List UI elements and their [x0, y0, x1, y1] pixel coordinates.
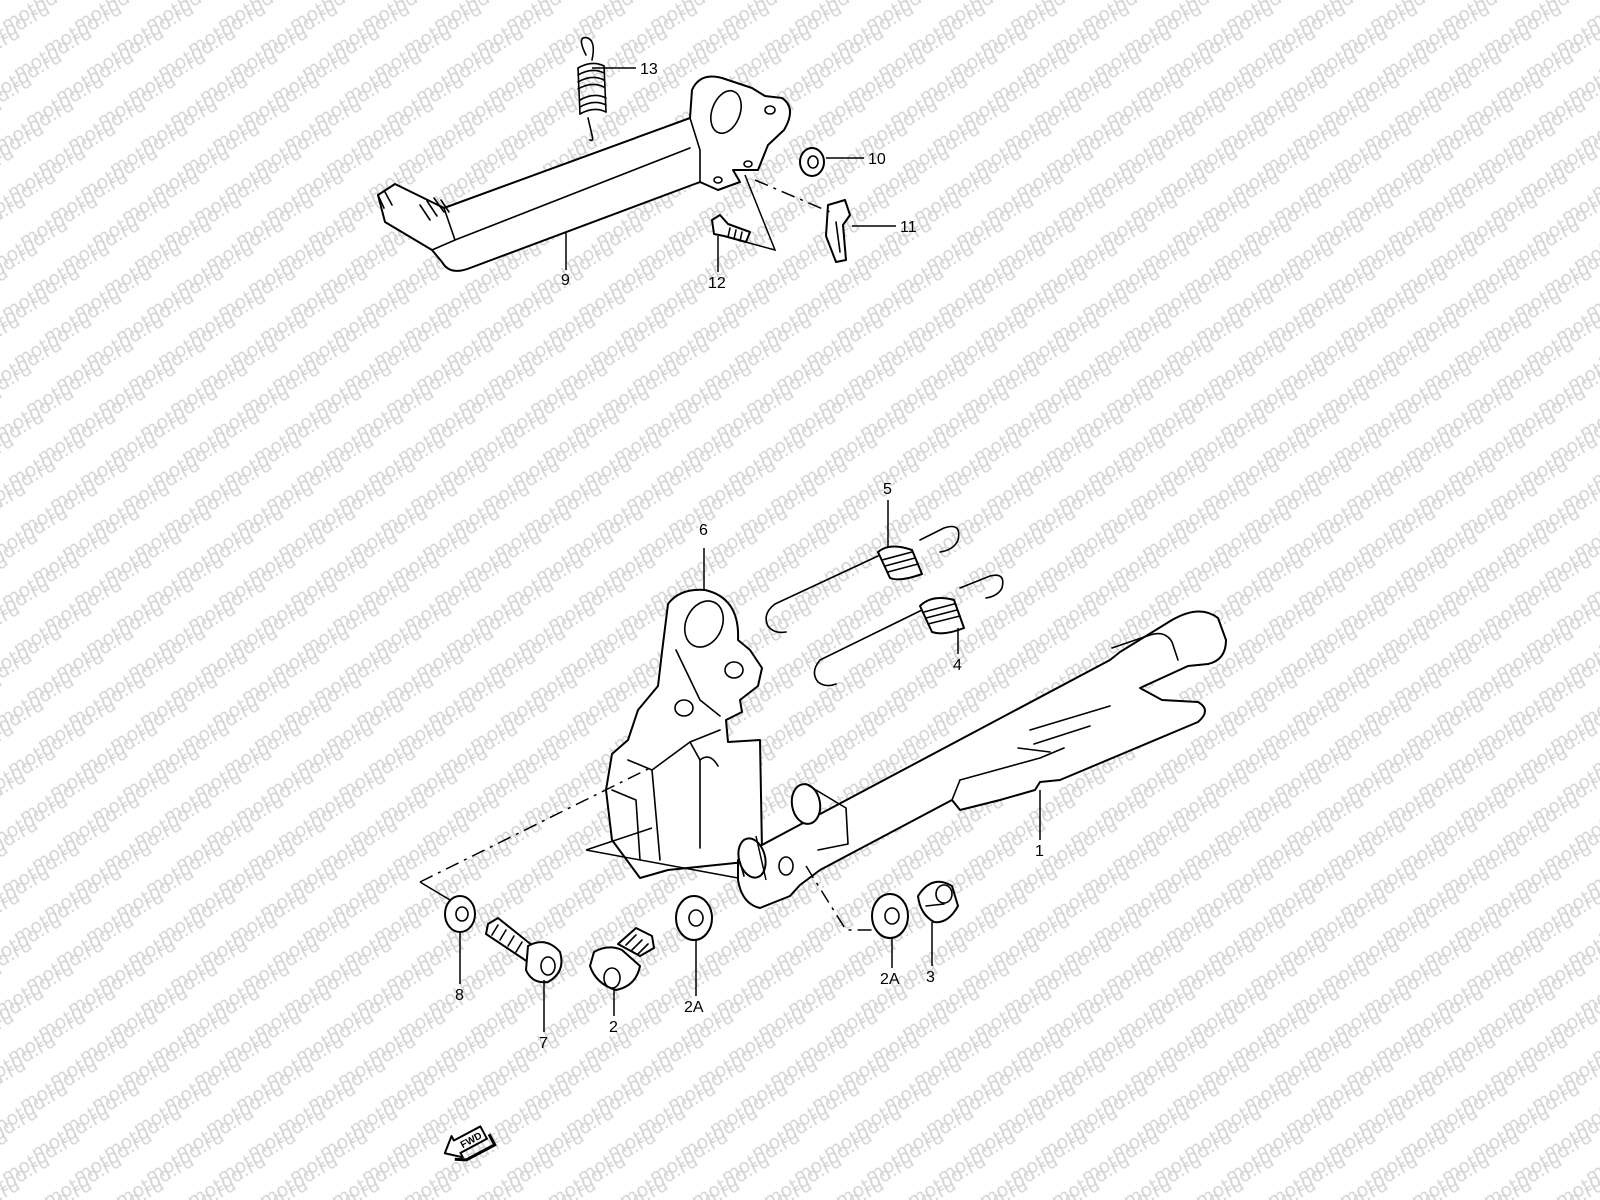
callout-12: 12 — [708, 275, 726, 292]
callout-7: 7 — [539, 1035, 548, 1052]
callout-13: 13 — [640, 61, 658, 78]
callout-9: 9 — [561, 272, 570, 289]
callout-2a-left: 2A — [684, 999, 704, 1016]
part-10-washer — [799, 147, 825, 177]
callout-2a-right: 2A — [880, 971, 900, 988]
part-2a-washer-left — [675, 895, 713, 941]
callout-2: 2 — [609, 1019, 618, 1036]
callout-5: 5 — [883, 481, 892, 498]
callout-1: 1 — [1035, 843, 1044, 860]
callout-3: 3 — [926, 969, 935, 986]
callout-4: 4 — [953, 657, 962, 674]
part-2a-washer-right — [871, 893, 909, 939]
callout-8: 8 — [455, 987, 464, 1004]
callout-11: 11 — [900, 219, 917, 236]
callout-10: 10 — [868, 151, 886, 168]
callout-6: 6 — [699, 522, 708, 539]
part-8-washer — [444, 895, 476, 933]
